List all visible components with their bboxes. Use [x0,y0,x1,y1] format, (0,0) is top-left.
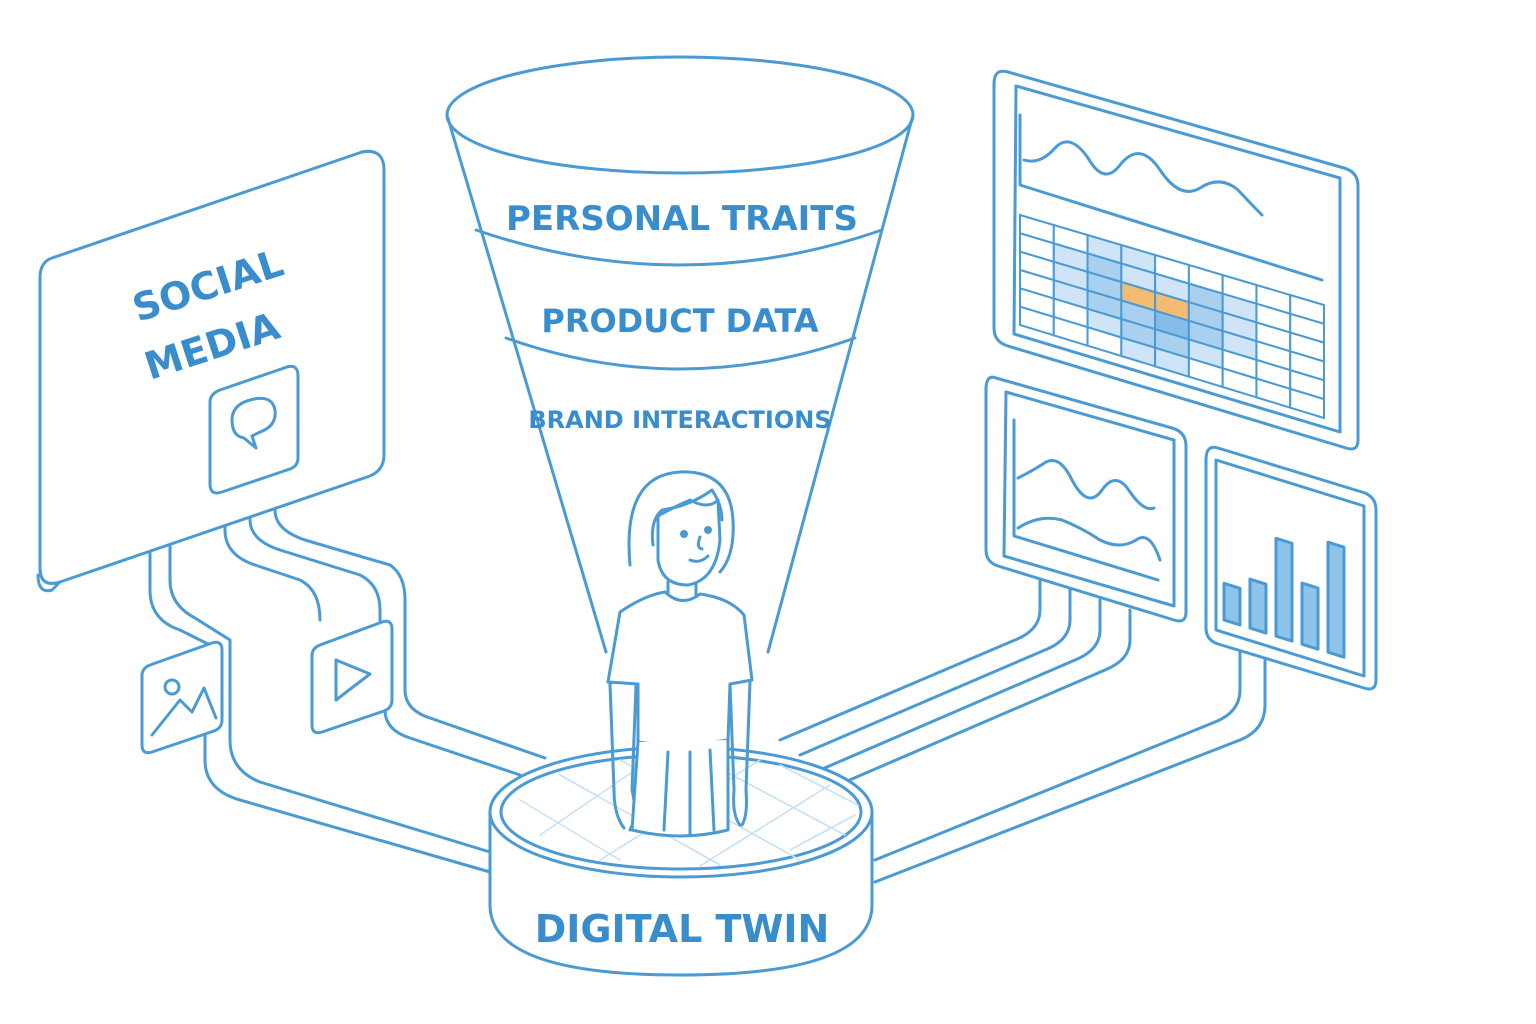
funnel-label-personal-traits: PERSONAL TRAITS [506,199,858,239]
heatmap-cell [1289,387,1325,420]
bar-chart-icon [1222,536,1346,659]
funnel-label-brand-interactions: BRAND INTERACTIONS [528,406,831,434]
bar-5 [1326,540,1346,659]
digital-twin-label: DIGITAL TWIN [535,907,830,951]
social-media-panel [36,149,386,593]
bar-2 [1248,577,1268,635]
bar-4 [1300,581,1320,651]
heatmap-icon [1019,213,1325,420]
line-chart-icon [1018,113,1324,282]
right-data-cables [778,578,1267,884]
person-figure [606,470,754,838]
funnel-label-product-data: PRODUCT DATA [541,302,818,340]
line-chart-panel [984,375,1188,623]
bar-1 [1222,581,1242,627]
bar-chart-panel [1204,445,1378,691]
chat-bubble-icon [208,364,300,495]
image-icon [140,640,224,755]
play-icon [310,619,394,735]
bar-3 [1274,536,1294,643]
data-funnel [445,55,915,654]
